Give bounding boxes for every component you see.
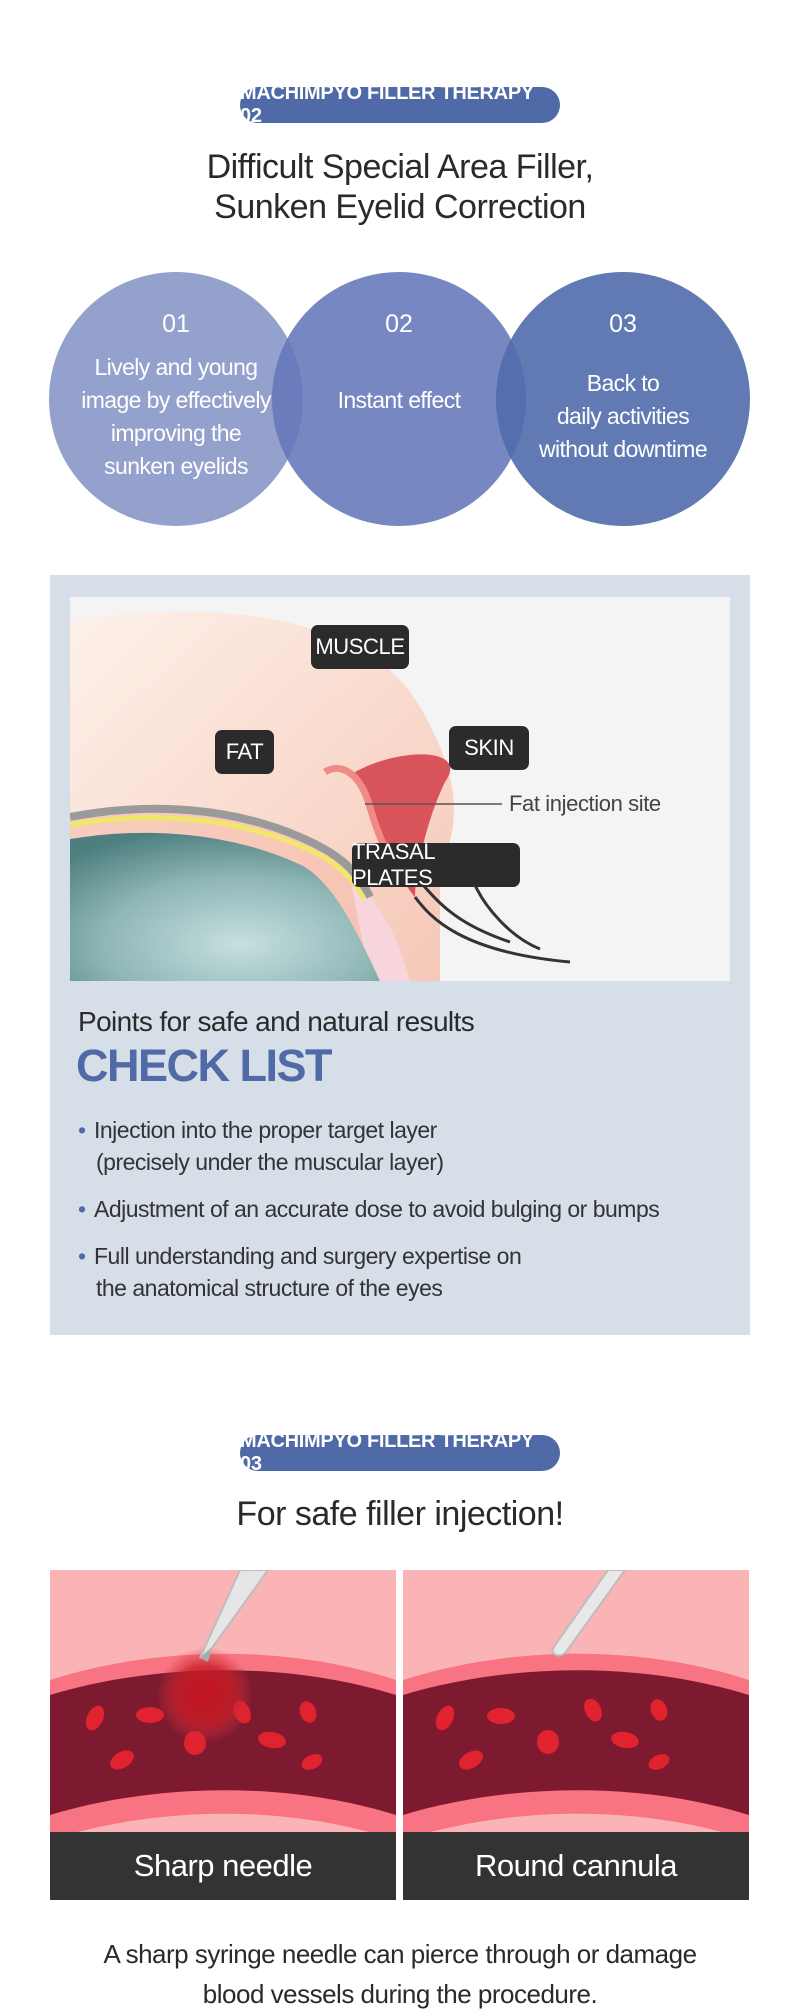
benefit-circle-01: 01 Lively and young image by effectively… <box>49 272 303 526</box>
sharp-needle-label: Sharp needle <box>50 1832 396 1900</box>
fat-tag: FAT <box>215 730 274 774</box>
section-02-title-line2: Sunken Eyelid Correction <box>214 188 586 226</box>
benefit-circle-03: 03 Back to daily activities without down… <box>496 272 750 526</box>
bottom-caption-line1: A sharp syringe needle can pierce throug… <box>103 1939 697 1969</box>
tarsal-plates-tag: TRASAL PLATES <box>352 839 520 890</box>
checklist-item: •Injection into the proper target layer … <box>78 1117 444 1175</box>
benefit-text: Lively and young image by effectively im… <box>81 354 271 479</box>
eyelid-anatomy-drawing <box>70 597 730 981</box>
skin-tag: SKIN <box>449 726 529 770</box>
benefit-text: Back to daily activities without downtim… <box>538 370 708 462</box>
muscle-tag: MUSCLE <box>311 625 409 669</box>
therapy-02-badge: MACHIMPYO FILLER THERAPY 02 <box>240 82 560 127</box>
fat-injection-site-label: Fat injection site <box>509 791 661 816</box>
benefit-text: Instant effect <box>337 387 461 413</box>
section-03-title: For safe filler injection! <box>236 1495 564 1533</box>
checklist-heading: CHECK LIST <box>76 1040 333 1091</box>
checklist-item: •Adjustment of an accurate dose to avoid… <box>78 1196 660 1222</box>
benefit-number: 02 <box>385 310 413 338</box>
benefit-number: 01 <box>162 310 190 338</box>
therapy-03-badge: MACHIMPYO FILLER THERAPY 03 <box>240 1430 560 1475</box>
round-cannula-label: Round cannula <box>403 1832 749 1900</box>
checklist-intro: Points for safe and natural results <box>78 1006 475 1037</box>
benefit-number: 03 <box>609 310 637 338</box>
checklist-item: •Full understanding and surgery expertis… <box>78 1243 522 1301</box>
section-02-title-line1: Difficult Special Area Filler, <box>206 148 594 186</box>
benefit-circle-02: 02 Instant effect <box>272 272 526 526</box>
eyelid-anatomy-illustration <box>70 597 730 981</box>
bottom-caption-line2: blood vessels during the procedure. <box>202 1979 598 2009</box>
